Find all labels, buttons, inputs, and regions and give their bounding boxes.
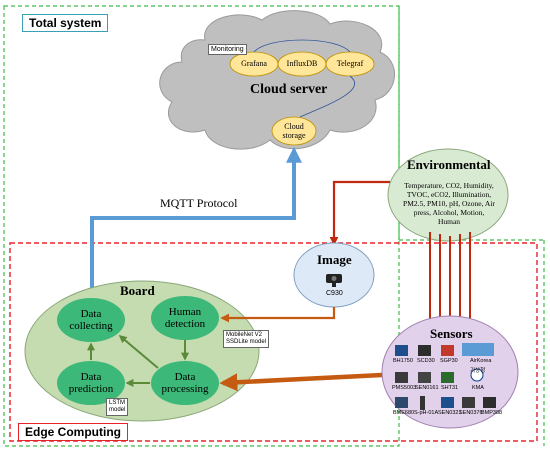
env-to-sensor-arrows xyxy=(426,232,474,328)
data-collecting-label: Data collecting xyxy=(69,308,113,332)
total-system-boundary xyxy=(3,5,400,447)
total-system-label: Total system xyxy=(22,14,109,32)
environmental-ellipse xyxy=(387,148,509,242)
image-to-detection-arrow xyxy=(220,307,336,323)
webcam-icon xyxy=(326,274,342,287)
detection-model-tag: MobileNet V2 SSDLite model xyxy=(223,330,270,348)
data-processing-node xyxy=(151,361,219,405)
telegraf-label: Telegraf xyxy=(336,59,364,68)
edge-computing-boundary xyxy=(9,242,538,442)
data-processing-label: Data processing xyxy=(161,371,209,395)
data-collecting-node xyxy=(57,298,125,342)
sensor-icons xyxy=(395,343,496,410)
board-title: Board xyxy=(120,283,155,298)
sensor-bh1750: BH1750 xyxy=(393,358,413,364)
cloud-link-storage xyxy=(299,75,355,118)
data-prediction-node xyxy=(57,361,125,405)
sensor-sen0321: SEN0321 xyxy=(438,410,462,416)
environmental-items: Temperature, CO2, Humidity, TVOC, eCO2, … xyxy=(403,180,495,226)
sensor-bmp388: BMP388 xyxy=(481,410,503,416)
sensor-bme680: BME680 xyxy=(393,410,415,416)
processing-to-collecting-arrow xyxy=(118,334,159,369)
data-prediction-label: Data prediction xyxy=(68,371,114,395)
environmental-title: Environmental xyxy=(407,157,491,172)
sensors-title: Sensors xyxy=(430,326,473,341)
cloud-storage-ellipse xyxy=(271,116,317,146)
sensor-pms5003: PMS5003 xyxy=(392,385,417,391)
cloud-link-top xyxy=(253,39,351,53)
sensors-to-processing-arrow xyxy=(219,372,383,392)
mqtt-protocol-label: MQTT Protocol xyxy=(160,196,238,210)
sensor-sen0376: SEN0376 xyxy=(459,410,483,416)
sensor-sph01a: S-pH-01A xyxy=(414,410,439,416)
board-ellipse xyxy=(24,280,260,422)
human-detection-label: Human detection xyxy=(164,306,206,330)
influxdb-label: InfluxDB xyxy=(286,59,318,68)
sensor-sgp30: SGP30 xyxy=(440,358,458,364)
human-detection-node xyxy=(151,296,219,340)
sensor-sen0161: SEN0161 xyxy=(415,385,439,391)
monitoring-label: Monitoring xyxy=(208,44,247,55)
cloud-storage-label: Cloud storage xyxy=(282,122,306,140)
mqtt-arrow xyxy=(90,146,302,300)
prediction-model-tag: LSTM model xyxy=(106,398,129,416)
sensor-airkorea: AirKorea xyxy=(470,358,492,364)
sensor-kma-korean: 기상청 xyxy=(470,368,486,374)
camera-label: C930 xyxy=(326,290,343,297)
env-to-image-arrow xyxy=(329,180,390,246)
sensor-kma: KMA xyxy=(472,385,484,391)
sensor-scd30: SCD30 xyxy=(417,358,435,364)
image-title: Image xyxy=(317,252,352,267)
edge-computing-label: Edge Computing xyxy=(18,423,128,441)
cloud-server-title: Cloud server xyxy=(250,82,328,97)
sensor-sht31: SHT31 xyxy=(441,385,459,391)
grafana-label: Grafana xyxy=(241,59,267,68)
